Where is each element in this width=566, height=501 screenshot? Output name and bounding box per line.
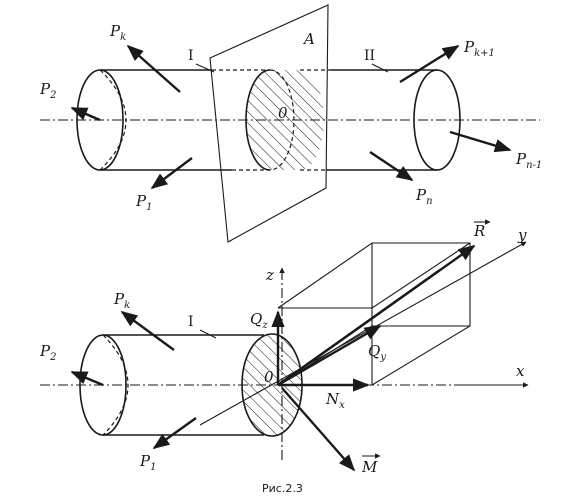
- label-q-z: Qz: [250, 310, 268, 331]
- label-q-y: Qy: [368, 342, 386, 363]
- label-origin-top: 0: [278, 104, 288, 122]
- vector-m-arrow: [281, 387, 356, 472]
- leader-part-1-bottom: [199, 329, 217, 339]
- label-axis-z: z: [265, 266, 274, 284]
- label-n-x: Nx: [325, 390, 345, 411]
- label-p-1-top: P1: [135, 192, 152, 213]
- axis-y-line: [199, 241, 527, 426]
- leader-part-2: [371, 63, 389, 73]
- component-box: [277, 242, 471, 386]
- force-p-2-arrow: [70, 106, 101, 122]
- label-p-n-top: Pn: [415, 186, 433, 207]
- svg-text:M: M: [361, 458, 378, 476]
- label-origin-bottom: 0: [264, 368, 274, 386]
- force-p-1-arrow: [150, 157, 193, 190]
- vector-r-line-2: [277, 269, 441, 386]
- label-part-1-bottom: I: [188, 314, 194, 330]
- force-p-k-arrow: [126, 44, 181, 93]
- label-part-1-top: I: [188, 48, 194, 64]
- label-r-vector: R: [473, 219, 491, 240]
- top-diagram: Pk Pk+1 P2 P1 Pn Pn-1 I II A 0: [39, 4, 542, 243]
- label-p-k1-top: Pk+1: [463, 38, 495, 59]
- force-p-k1-arrow: [399, 44, 460, 84]
- force-p-2-bottom-arrow: [70, 370, 104, 387]
- force-p-1-bottom-arrow: [152, 417, 197, 449]
- label-m-vector: M: [361, 453, 381, 476]
- label-axis-x: x: [516, 362, 525, 380]
- force-p-k-bottom-arrow: [120, 311, 175, 351]
- leader-part-1: [195, 63, 215, 73]
- figure-caption: Рис.2.3: [262, 482, 303, 495]
- vector-q-y-arrow: [277, 324, 382, 387]
- label-p-k-bottom: Pk: [113, 290, 130, 311]
- label-plane-a: A: [302, 30, 315, 48]
- label-p-2-bottom: P2: [39, 342, 56, 363]
- label-p-n1-top: Pn-1: [515, 150, 542, 171]
- bottom-diagram: Pk P2 P1 I 0 z y x Qz Qy Nx R M: [39, 219, 529, 476]
- label-p-1-bottom: P1: [139, 452, 156, 473]
- label-p-k-top: Pk: [109, 22, 126, 43]
- cutting-plane-a: [209, 4, 329, 243]
- force-p-n1-arrow: [449, 130, 512, 153]
- force-p-n-arrow: [369, 151, 414, 181]
- label-part-2-top: II: [364, 48, 375, 64]
- label-axis-y: y: [517, 226, 527, 244]
- label-p-2-top: P2: [39, 80, 56, 101]
- svg-text:R: R: [473, 222, 485, 240]
